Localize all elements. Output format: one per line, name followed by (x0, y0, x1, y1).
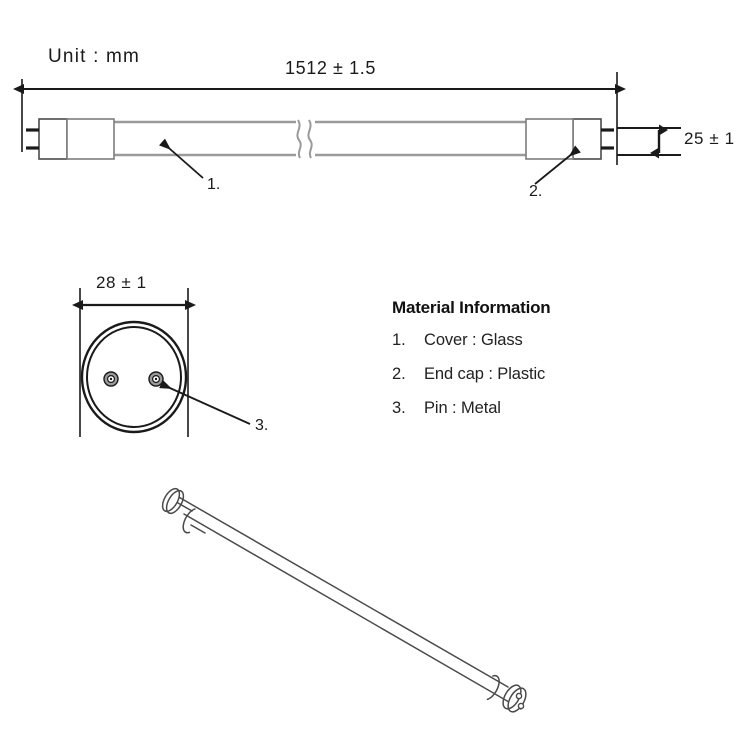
diameter-28-label: 28 ± 1 (96, 273, 147, 292)
material-item-label: Pin : Metal (424, 399, 501, 417)
tube-side-profile (26, 118, 614, 160)
diameter-25-dimension (617, 124, 681, 159)
material-information-block: Material Information 1. Cover : Glass 2.… (392, 298, 692, 433)
callout-leader-3 (159, 379, 251, 425)
pin-left (103, 371, 119, 387)
material-item: 1. Cover : Glass (392, 331, 692, 350)
end-view-drawing (72, 288, 251, 437)
callout-leader-1 (159, 138, 204, 179)
material-item: 3. Pin : Metal (392, 399, 692, 418)
diameter-25-label: 25 ± 1 (684, 129, 735, 148)
unit-note: Unit : mm (48, 46, 141, 67)
callout-label-3: 3. (255, 417, 269, 434)
material-item-label: Cover : Glass (424, 331, 523, 349)
end-cap-right (525, 118, 614, 160)
material-item-number: 1. (392, 331, 406, 349)
material-item: 2. End cap : Plastic (392, 365, 692, 384)
material-item-number: 3. (392, 399, 406, 417)
material-item-number: 2. (392, 365, 406, 383)
callout-label-1: 1. (207, 176, 221, 193)
callout-leader-2 (534, 145, 581, 185)
callout-label-2: 2. (529, 183, 543, 200)
isometric-tube-view (161, 487, 527, 713)
break-line-symbol (296, 119, 313, 159)
length-dimension-label: 1512 ± 1.5 (285, 58, 376, 78)
end-cap-left (26, 118, 115, 160)
pin-right (148, 371, 164, 387)
material-item-label: End cap : Plastic (424, 365, 546, 383)
material-information-title: Material Information (392, 298, 551, 317)
